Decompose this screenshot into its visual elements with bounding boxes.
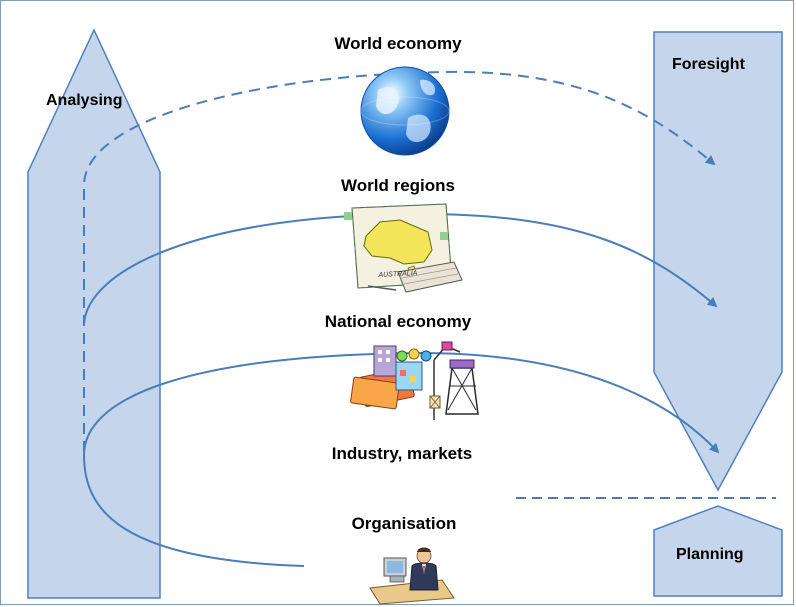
foresight-arrow <box>653 31 783 492</box>
foresight-label: Foresight <box>672 56 745 73</box>
planning-label: Planning <box>676 546 744 563</box>
world-regions-label: World regions <box>341 176 455 195</box>
organisation-label: Organisation <box>351 514 457 533</box>
globe-icon <box>360 66 450 156</box>
industry-clipart-icon <box>350 341 479 420</box>
australia-map-icon: AUSTRALIA <box>344 203 463 293</box>
industry-markets-label: Industry, markets <box>331 444 473 463</box>
world-economy-label: World economy <box>334 34 462 53</box>
analysing-arrow <box>27 28 161 599</box>
national-economy-flow <box>82 351 720 567</box>
office-worker-icon <box>369 547 455 605</box>
map-label: AUSTRALIA <box>377 270 418 279</box>
analysing-label: Analysing <box>46 92 123 109</box>
planning-box <box>653 505 783 597</box>
national-economy-label: National economy <box>324 312 472 331</box>
